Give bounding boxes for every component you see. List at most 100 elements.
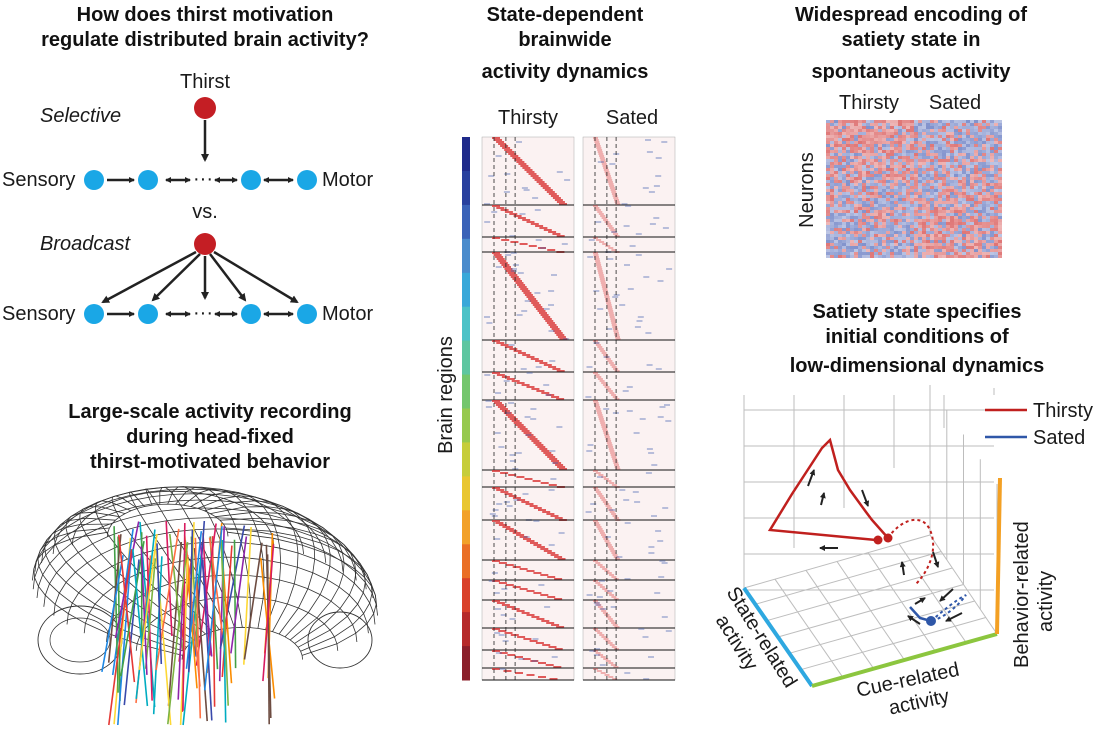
spontaneous-cell <box>846 135 850 138</box>
spontaneous-cell <box>906 228 910 231</box>
spontaneous-cell <box>958 195 962 198</box>
spontaneous-cell <box>958 210 962 213</box>
spontaneous-cell <box>974 183 978 186</box>
heatmap-suppression-cell <box>535 239 542 241</box>
spontaneous-cell <box>986 177 990 180</box>
spontaneous-cell <box>878 162 882 165</box>
spontaneous-cell <box>946 255 950 258</box>
spontaneous-cell <box>886 222 890 225</box>
heatmap-activity-cell <box>606 177 612 179</box>
spontaneous-cell <box>946 183 950 186</box>
spontaneous-cell <box>926 222 930 225</box>
spontaneous-cell <box>982 195 986 198</box>
spontaneous-cell <box>986 225 990 228</box>
spontaneous-cell <box>934 255 938 258</box>
spontaneous-cell <box>962 249 966 252</box>
spontaneous-cell <box>842 195 846 198</box>
heatmap-suppression-cell <box>585 396 592 398</box>
heatmap-activity-cell <box>611 596 617 598</box>
broadcast-node-3 <box>241 304 261 324</box>
spontaneous-cell <box>850 198 854 201</box>
spontaneous-cell <box>982 168 986 171</box>
spontaneous-cell <box>842 207 846 210</box>
spontaneous-cell <box>942 201 946 204</box>
probe-track <box>185 531 203 669</box>
heatmap-suppression-cell <box>625 205 632 207</box>
spontaneous-cell <box>970 147 974 150</box>
spontaneous-cell <box>954 252 958 255</box>
spontaneous-cell <box>930 120 934 123</box>
spontaneous-cell <box>970 189 974 192</box>
spontaneous-cell <box>858 189 862 192</box>
spontaneous-cell <box>970 240 974 243</box>
spontaneous-cell <box>842 216 846 219</box>
spontaneous-cell <box>922 222 926 225</box>
heatmap-activity-cell <box>548 324 557 326</box>
spontaneous-cell <box>906 213 910 216</box>
heatmap-activity-cell <box>509 348 518 350</box>
spontaneous-cell <box>926 255 930 258</box>
heatmap-suppression-cell <box>664 404 670 406</box>
heatmap-suppression-cell <box>658 576 665 578</box>
spontaneous-cell <box>946 219 950 222</box>
spontaneous-cell <box>858 162 862 165</box>
spontaneous-cell <box>970 162 974 165</box>
spontaneous-cell <box>854 144 858 147</box>
heatmap-activity-cell <box>598 153 604 155</box>
heatmap-activity-cell <box>496 207 505 209</box>
spontaneous-cell <box>918 207 922 210</box>
heatmap-activity-cell <box>608 362 614 364</box>
heatmap-activity-cell <box>613 330 619 332</box>
heatmap-activity-cell <box>556 370 565 372</box>
spontaneous-cell <box>922 174 926 177</box>
spontaneous-cell <box>898 192 902 195</box>
spontaneous-cell <box>954 144 958 147</box>
spontaneous-cell <box>834 201 838 204</box>
heatmap-activity-cell <box>518 163 527 165</box>
spontaneous-cell <box>826 243 830 246</box>
spontaneous-cell <box>966 165 970 168</box>
heatmap-suppression-cell <box>638 628 645 630</box>
spontaneous-cell <box>974 165 978 168</box>
spontaneous-cell <box>966 192 970 195</box>
heatmap-activity-cell <box>602 588 608 590</box>
spontaneous-cell <box>982 237 986 240</box>
spontaneous-cell <box>954 213 958 216</box>
spontaneous-cell <box>886 162 890 165</box>
spontaneous-cell <box>990 168 994 171</box>
spontaneous-cell <box>898 135 902 138</box>
spontaneous-cell <box>998 186 1002 189</box>
spontaneous-cell <box>946 216 950 219</box>
spontaneous-cell <box>886 201 890 204</box>
heatmap-activity-cell <box>609 574 615 576</box>
spontaneous-cell <box>890 138 894 141</box>
spontaneous-cell <box>962 198 966 201</box>
spontaneous-cell <box>990 228 994 231</box>
heatmap-activity-cell <box>526 674 535 676</box>
spontaneous-cell <box>974 120 978 123</box>
spontaneous-cell <box>854 219 858 222</box>
spontaneous-cell <box>894 243 898 246</box>
heatmap-suppression-cell <box>526 372 533 374</box>
spontaneous-cell <box>894 174 898 177</box>
spontaneous-cell <box>862 174 866 177</box>
spontaneous-cell <box>950 144 954 147</box>
spontaneous-cell <box>958 192 962 195</box>
spontaneous-cell <box>922 180 926 183</box>
spontaneous-cell <box>950 174 954 177</box>
spontaneous-cell <box>866 255 870 258</box>
spontaneous-cell <box>954 171 958 174</box>
heatmap-activity-cell <box>553 462 562 464</box>
spontaneous-cell <box>898 147 902 150</box>
heatmap-suppression-cell <box>651 515 657 517</box>
spontaneous-cell <box>846 150 850 153</box>
heatmap-activity-cell <box>598 274 604 276</box>
selective-label: Selective <box>40 105 121 127</box>
spontaneous-cell <box>978 189 982 192</box>
spontaneous-cell <box>838 162 842 165</box>
spontaneous-cell <box>862 255 866 258</box>
spontaneous-cell <box>826 129 830 132</box>
heatmap-suppression-cell <box>492 509 499 511</box>
spontaneous-cell <box>910 228 914 231</box>
spontaneous-cell <box>886 225 890 228</box>
